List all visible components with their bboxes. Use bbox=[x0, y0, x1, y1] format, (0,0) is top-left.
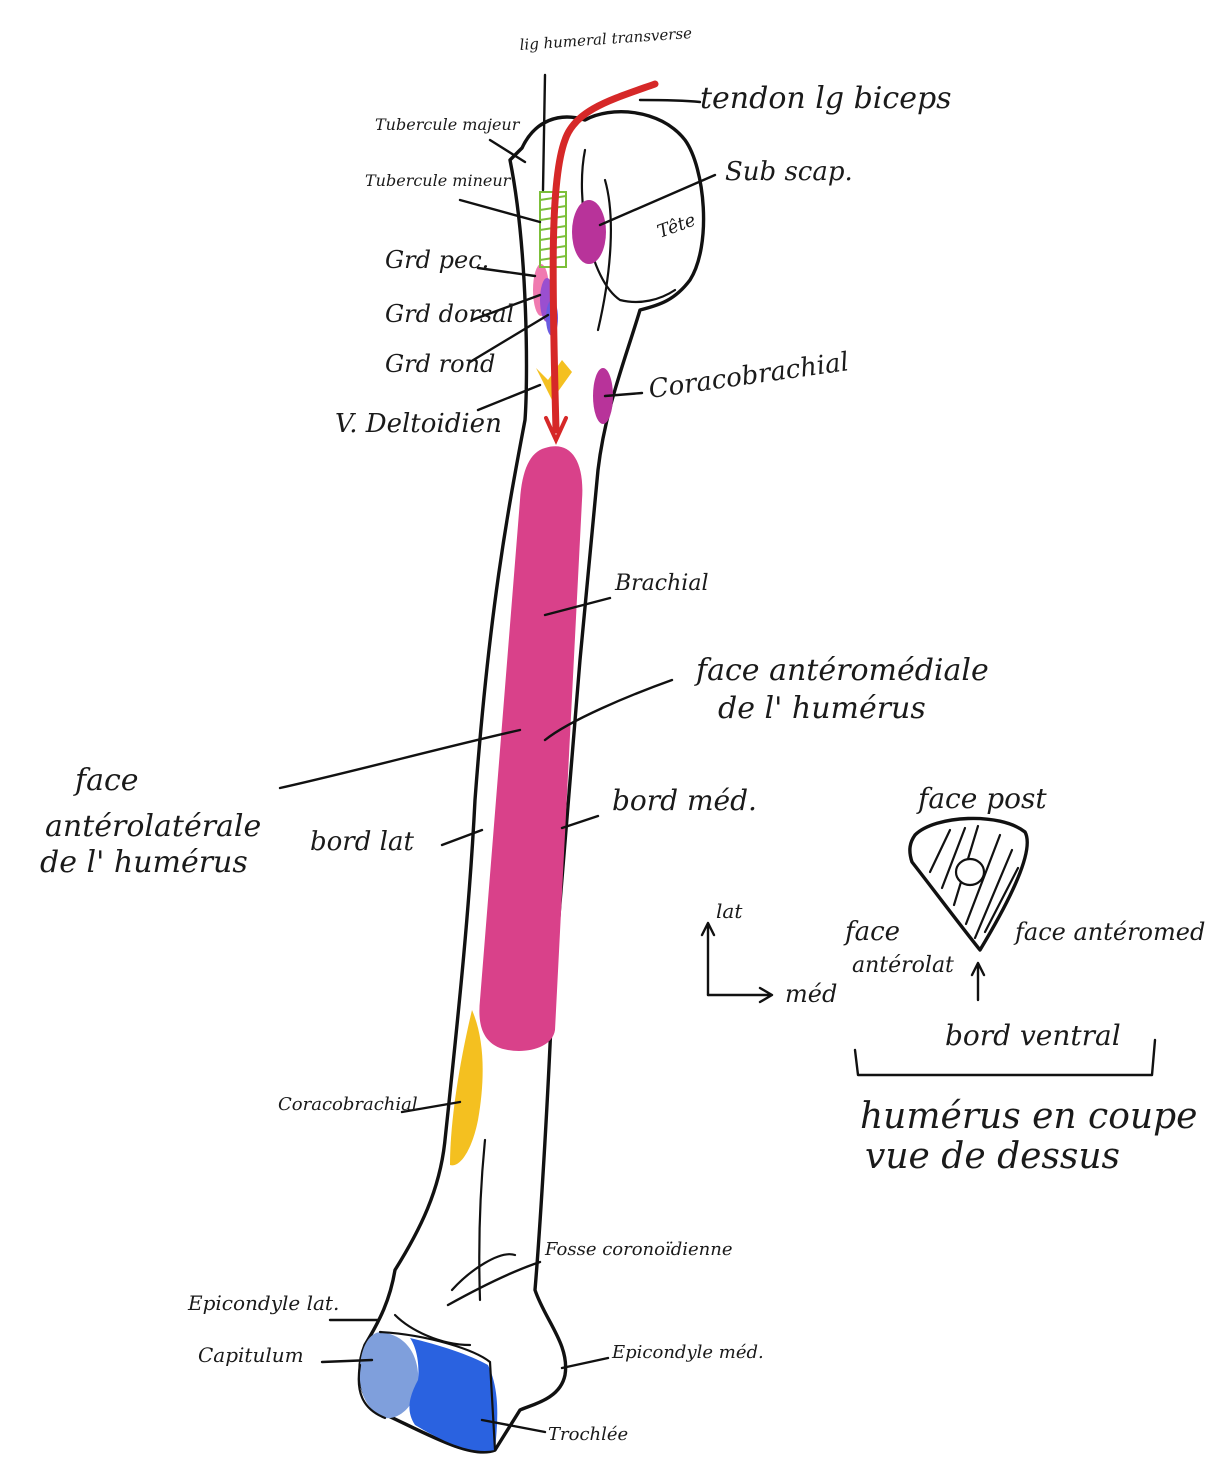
caption-bracket bbox=[853, 1038, 1157, 1077]
coracobrachial-insertion-distal bbox=[450, 1010, 483, 1166]
brachial-insertion bbox=[479, 446, 583, 1051]
label-tendon-lg-biceps: tendon lg biceps bbox=[700, 81, 952, 116]
head-line bbox=[596, 178, 612, 332]
bord-ventral-arrow bbox=[970, 961, 986, 1002]
coronoid-fossa-line bbox=[450, 1253, 517, 1292]
axis-right-arrow bbox=[706, 986, 774, 1004]
label-face-anterolaterale-2: antérolatérale bbox=[45, 809, 261, 844]
label-tubercule-majeur: Tubercule majeur bbox=[375, 115, 521, 134]
label-tubercule-mineur: Tubercule mineur bbox=[365, 171, 512, 190]
orientation-axes: lat méd bbox=[700, 899, 837, 1008]
label-face-anteromediale-2: de l' humérus bbox=[718, 691, 926, 726]
label-face-post: face post bbox=[916, 782, 1047, 815]
capitulum-surface bbox=[359, 1332, 419, 1419]
leader-lines bbox=[278, 73, 717, 1434]
label-grd-dorsal: Grd dorsal bbox=[385, 300, 514, 328]
label-face-anterolaterale-1: face bbox=[73, 763, 139, 798]
trochlee-outline bbox=[357, 1330, 497, 1452]
label-coracobrachial-top: Coracobrachial bbox=[647, 347, 851, 405]
label-bord-lat: bord lat bbox=[310, 827, 414, 857]
label-face-anterolaterale-3: de l' humérus bbox=[40, 845, 248, 880]
label-v-deltoidien: V. Deltoidien bbox=[335, 409, 502, 439]
biceps-tendon-arrowhead bbox=[544, 416, 568, 445]
label-fosse-coronoidienne: Fosse coronoïdienne bbox=[544, 1239, 733, 1260]
label-sub-scap: Sub scap. bbox=[725, 157, 853, 187]
label-face-anteromed: face antéromed bbox=[1013, 918, 1205, 946]
label-epicondyle-lat: Epicondyle lat. bbox=[187, 1291, 339, 1315]
axis-up-label: lat bbox=[716, 899, 743, 923]
label-face-anterolat-2: antérolat bbox=[852, 953, 954, 978]
distal-line bbox=[393, 1313, 472, 1347]
label-coracobrachial-bottom: Coracobrachial bbox=[278, 1094, 418, 1115]
head-contour bbox=[580, 148, 677, 304]
label-trochlee: Trochlée bbox=[548, 1424, 628, 1445]
axis-right-label: méd bbox=[785, 980, 837, 1008]
coracobrachial-insertion-proximal bbox=[593, 368, 613, 424]
caption-line-2: vue de dessus bbox=[865, 1136, 1120, 1177]
subscap-insertion bbox=[572, 200, 606, 264]
cross-section: face post face antérolat face antéromed … bbox=[843, 782, 1205, 1177]
axis-up-arrow bbox=[700, 921, 716, 997]
biceps-tendon bbox=[549, 80, 659, 434]
trochlee-surface bbox=[409, 1338, 498, 1451]
label-lig-humeral-transverse: lig humeral transverse bbox=[519, 24, 693, 54]
label-bord-ventral: bord ventral bbox=[945, 1019, 1121, 1052]
label-grd-rond: Grd rond bbox=[385, 350, 495, 378]
label-grd-pec: Grd pec. bbox=[385, 246, 489, 274]
shaft-inner-line bbox=[478, 1138, 487, 1302]
label-bord-med: bord méd. bbox=[612, 784, 757, 817]
label-capitulum: Capitulum bbox=[198, 1343, 304, 1367]
caption-line-1: humérus en coupe bbox=[860, 1096, 1197, 1137]
cross-section-medulla bbox=[954, 857, 986, 887]
label-face-anterolat-1: face bbox=[843, 917, 900, 947]
label-brachial: Brachial bbox=[614, 571, 708, 596]
label-face-anteromediale-1: face antéromédiale bbox=[694, 653, 989, 688]
label-epicondyle-med: Epicondyle méd. bbox=[611, 1342, 764, 1363]
